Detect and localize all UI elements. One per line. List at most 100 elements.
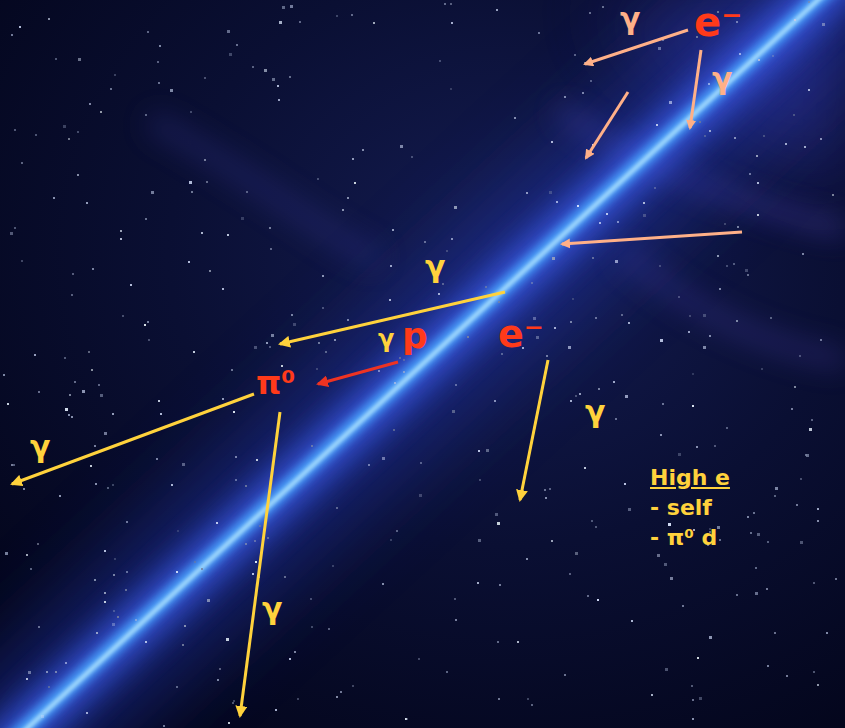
star [209,270,211,272]
star [699,121,701,123]
star [86,712,88,714]
star [294,651,296,653]
note-line: - π⁰ d [650,526,717,550]
star [38,391,40,393]
star [595,317,597,319]
star [692,373,694,375]
star [451,22,453,24]
star [498,698,500,700]
star [352,158,354,160]
star [342,209,344,211]
star [382,457,385,460]
star [23,488,25,490]
star [347,319,349,321]
star [336,507,338,509]
star [328,628,330,630]
star [269,346,271,348]
star [579,393,581,395]
star [682,605,684,607]
star [5,552,8,555]
star [151,191,154,194]
star [531,282,533,284]
star [726,265,728,267]
star [709,130,711,132]
star [390,265,392,267]
star [147,31,149,33]
star [662,403,664,405]
star [753,512,755,514]
star [692,699,694,701]
star [191,191,193,193]
star [347,197,349,199]
photon-arrow [690,50,701,128]
star [697,657,699,659]
star [400,145,403,148]
star [373,22,375,24]
photon-label: γ [262,592,282,625]
star [794,386,796,388]
star [71,294,73,296]
star [406,718,408,720]
star [747,274,749,276]
star [572,298,574,300]
star [10,232,13,235]
star [351,14,353,16]
star [599,222,601,224]
star [34,354,36,356]
star [91,369,93,371]
star [362,149,364,151]
star [817,684,819,686]
star [804,146,806,148]
photon-label: γ [378,326,394,352]
star [293,323,296,326]
star [63,125,66,128]
star [207,599,210,602]
star [217,679,219,681]
star [26,678,28,680]
star [279,21,282,24]
star [340,691,342,693]
star [160,413,162,415]
star [147,321,149,323]
star [59,495,61,497]
star [749,173,751,175]
star [37,543,39,545]
star [125,589,127,591]
star [564,96,566,98]
star [96,632,98,634]
star [182,463,185,466]
star [135,619,137,621]
star [826,632,828,634]
star [90,465,92,467]
star [817,508,819,510]
star [204,77,206,79]
star [659,265,661,267]
star [411,156,413,158]
star [497,522,500,525]
star [171,484,173,486]
star [439,60,441,62]
star [267,537,269,539]
star [552,257,555,260]
star [336,696,338,698]
photon-label: γ [30,430,50,463]
star [478,450,480,452]
star [14,129,16,131]
star [316,368,318,370]
star [794,19,796,21]
star [82,390,85,393]
star [739,53,741,55]
star [703,346,706,349]
star [72,273,74,275]
star [575,395,577,397]
star [245,485,247,487]
star [737,226,739,228]
star [791,408,793,410]
star [678,453,681,456]
star [30,568,32,570]
heading-note: High e [650,466,730,490]
photon-label: γ [585,395,605,428]
star [625,395,628,398]
